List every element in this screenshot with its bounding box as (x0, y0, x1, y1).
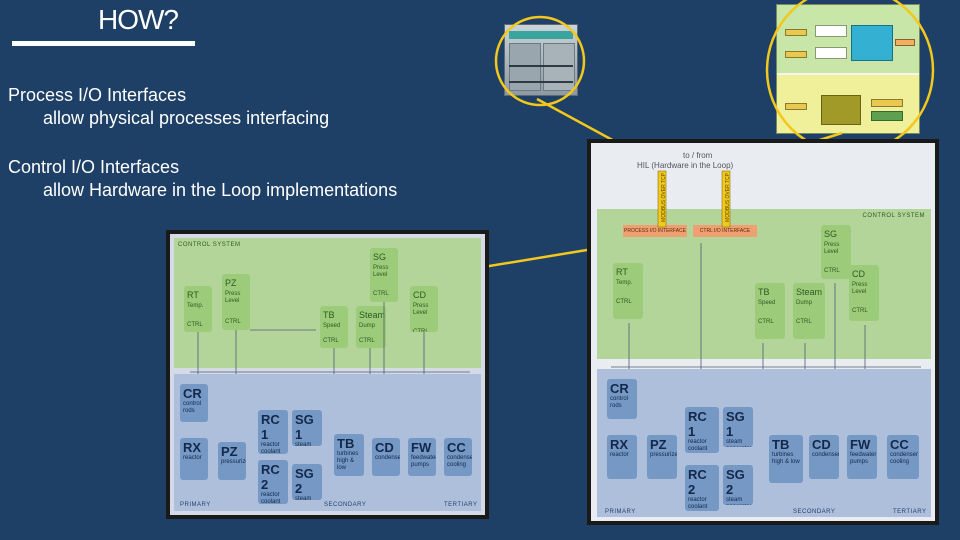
modbus-arrow-right (721, 170, 731, 228)
highlight-circle-plc (494, 15, 586, 107)
right-control-system-label: CONTROL SYSTEM (862, 213, 925, 219)
plc-photo (504, 24, 578, 96)
left-control-system-label: CONTROL SYSTEM (178, 242, 241, 248)
left-secondary-label: SECONDARY (324, 502, 367, 508)
left-tertiary-label: TERTIARY (444, 502, 478, 508)
right-primary-label: PRIMARY (605, 509, 636, 515)
bullet-control-io: Control I/O Interfaces allow Hardware in… (8, 156, 397, 202)
modbus-label-left: MODBUS OVER TCP (661, 173, 667, 222)
right-hil-label: HIL (Hardware in the Loop) (637, 161, 734, 170)
bullet-process-io: Process I/O Interfaces allow physical pr… (8, 84, 329, 130)
process-io-interface: PROCESS I/O INTERFACE (623, 225, 687, 237)
bullet-sub: allow physical processes interfacing (43, 108, 330, 128)
right-control-region: CONTROL SYSTEM PROCESS I/O INTERFACE CTR… (597, 209, 931, 359)
title-underline (12, 41, 195, 46)
bullet-sub: allow Hardware in the Loop implementatio… (43, 180, 398, 200)
bullet-main: Process I/O Interfaces (8, 85, 187, 105)
right-secondary-label: SECONDARY (793, 509, 836, 515)
bullet-main: Control I/O Interfaces (8, 157, 180, 177)
modbus-label-right: MODBUS OVER TCP (725, 173, 731, 222)
right-diagram: to / from HIL (Hardware in the Loop) CON… (587, 139, 939, 525)
modbus-arrow-left (657, 170, 667, 228)
right-tertiary-label: TERTIARY (893, 509, 927, 515)
right-to-from: to / from (683, 151, 713, 160)
control-io-interface: CTRL I/O INTERFACE (693, 225, 757, 237)
slide-title: HOW? (98, 4, 179, 35)
left-primary-label: PRIMARY (180, 502, 211, 508)
simulink-model-thumbnail (776, 4, 920, 134)
highlight-circle-simulink (765, 0, 935, 155)
